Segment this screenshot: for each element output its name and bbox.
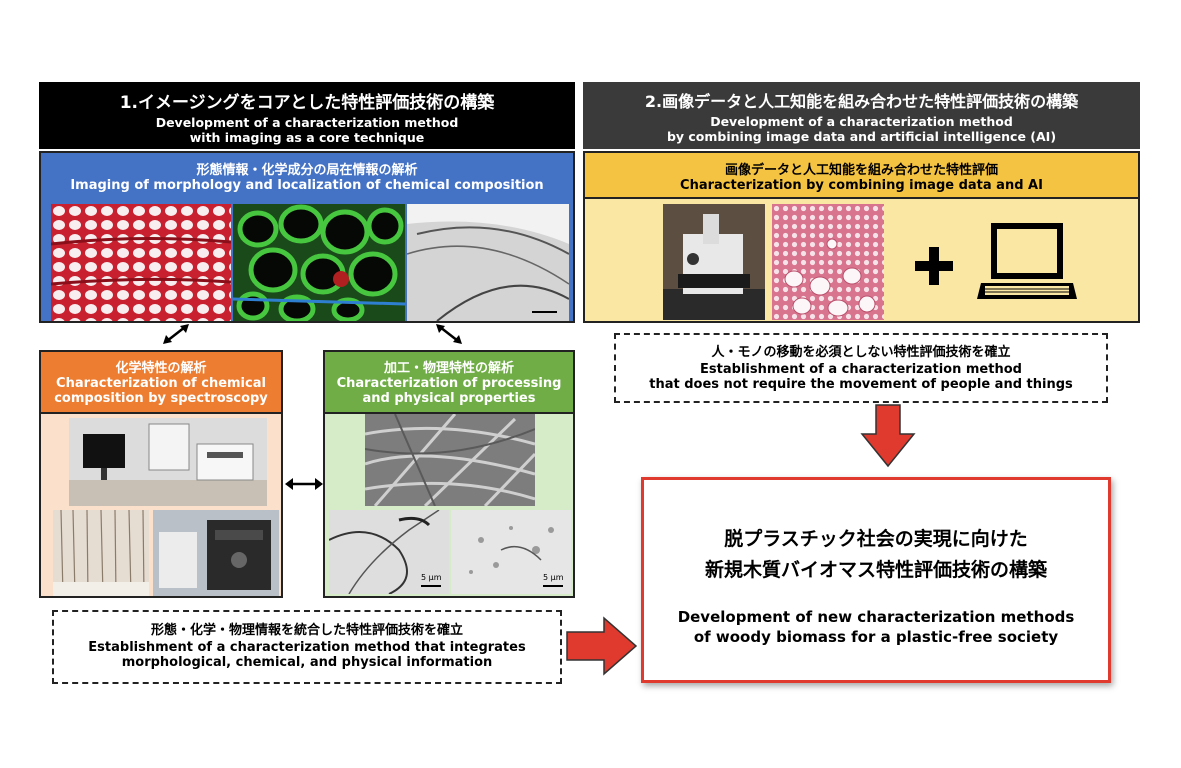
microscope-photo <box>663 204 765 320</box>
imaging-panel: 形態情報・化学成分の局在情報の解析 Imaging of morphology … <box>39 151 575 323</box>
left-header-title-en-1: Development of a characterization method <box>155 115 459 130</box>
red-arrow-down <box>860 404 916 468</box>
fiber-sem-image <box>365 414 535 506</box>
goal-jp-1: 脱プラスチック社会の実現に向けた <box>724 528 1028 550</box>
imaging-panel-title: 形態情報・化学成分の局在情報の解析 Imaging of morphology … <box>41 153 573 197</box>
left-header-title-en-2: with imaging as a core technique <box>189 130 425 145</box>
analyzer-instrument-photo <box>153 510 279 596</box>
physical-title-en-1: Characterization of processing <box>336 376 562 391</box>
integrate-en-2: morphological, chemical, and physical in… <box>121 655 493 670</box>
chemical-title-en-1: Characterization of chemical <box>56 376 266 391</box>
goal-jp-2: 新規木質バイオマス特性評価技術の構築 <box>704 559 1047 581</box>
spectrometer-photo <box>69 418 267 506</box>
left-header: 1.イメージングをコアとした特性評価技術の構築 Development of a… <box>39 82 575 149</box>
double-arrow-imaging-chemical <box>161 322 191 346</box>
scale-bar-label-1: 5 μm <box>421 573 442 582</box>
scale-bar-label-2: 5 μm <box>543 573 564 582</box>
physical-panel-title: 加工・物理特性の解析 Characterization of processin… <box>325 352 573 414</box>
double-arrow-chemical-physical <box>284 476 324 492</box>
electron-micrograph-image <box>407 204 569 321</box>
right-header: 2.画像データと人工知能を組み合わせた特性評価技術の構築 Development… <box>583 82 1140 149</box>
double-arrow-imaging-physical <box>434 322 464 346</box>
remote-en-1: Establishment of a characterization meth… <box>700 362 1022 377</box>
ai-panel-title: 画像データと人工知能を組み合わせた特性評価 Characterization b… <box>585 153 1138 199</box>
chemical-panel: 化学特性の解析 Characterization of chemical com… <box>39 350 283 598</box>
plus-icon <box>913 245 955 287</box>
imaging-title-en: Imaging of morphology and localization o… <box>70 178 544 193</box>
chemical-title-en-2: composition by spectroscopy <box>54 391 268 406</box>
goal-box: 脱プラスチック社会の実現に向けた 新規木質バイオマス特性評価技術の構築 Deve… <box>641 477 1111 683</box>
integrate-en-1: Establishment of a characterization meth… <box>88 640 526 655</box>
chemical-panel-title: 化学特性の解析 Characterization of chemical com… <box>41 352 281 414</box>
integrate-box: 形態・化学・物理情報を統合した特性評価技術を確立 Establishment o… <box>52 610 562 684</box>
tem-image-1: 5 μm <box>329 510 449 594</box>
right-header-title-en-2: by combining image data and artificial i… <box>666 129 1057 144</box>
right-header-title-jp: 2.画像データと人工知能を組み合わせた特性評価技術の構築 <box>644 92 1079 111</box>
wood-longitudinal-section-image <box>53 510 149 596</box>
ai-title-en: Characterization by combining image data… <box>680 178 1043 193</box>
goal-en-2: of woody biomass for a plastic-free soci… <box>693 628 1059 646</box>
remote-en-2: that does not require the movement of pe… <box>649 377 1073 392</box>
remote-box: 人・モノの移動を必須としない特性評価技術を確立 Establishment of… <box>614 333 1108 403</box>
right-header-title-en-1: Development of a characterization method <box>710 114 1013 129</box>
integrate-jp: 形態・化学・物理情報を統合した特性評価技術を確立 <box>150 623 463 638</box>
red-arrow-right <box>566 616 638 676</box>
remote-jp: 人・モノの移動を必須としない特性評価技術を確立 <box>711 345 1011 360</box>
physical-title-en-2: and physical properties <box>362 391 536 406</box>
wood-cross-section-red-image <box>51 204 231 321</box>
chemical-title-jp: 化学特性の解析 <box>115 361 207 376</box>
ai-title-jp: 画像データと人工知能を組み合わせた特性評価 <box>724 163 998 178</box>
stained-wood-section-image <box>772 204 884 320</box>
laptop-icon <box>977 221 1077 303</box>
imaging-title-jp: 形態情報・化学成分の局在情報の解析 <box>196 163 418 178</box>
physical-title-jp: 加工・物理特性の解析 <box>383 361 514 376</box>
fluorescence-image <box>233 204 405 321</box>
left-header-title-jp: 1.イメージングをコアとした特性評価技術の構築 <box>119 93 495 113</box>
ai-panel: 画像データと人工知能を組み合わせた特性評価 Characterization b… <box>583 151 1140 323</box>
physical-panel: 加工・物理特性の解析 Characterization of processin… <box>323 350 575 598</box>
goal-en-1: Development of new characterization meth… <box>677 608 1075 626</box>
tem-image-2: 5 μm <box>451 510 571 594</box>
